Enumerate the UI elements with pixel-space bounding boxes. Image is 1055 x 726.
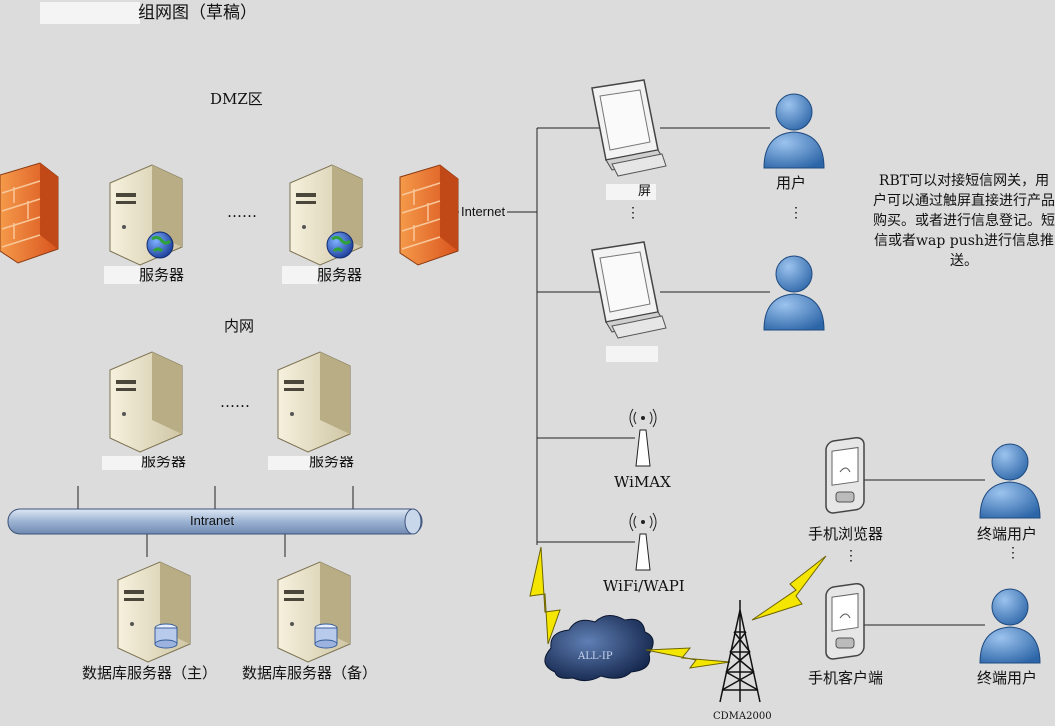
app-server-left-label: 服务器 — [141, 452, 187, 470]
label-redaction — [606, 346, 658, 362]
app-server-right-icon — [277, 351, 351, 453]
db-server-backup-icon — [277, 561, 351, 663]
label-redaction — [606, 184, 656, 200]
end-user-top-icon — [979, 443, 1041, 519]
db-server-backup-label: 数据库服务器（备） — [242, 664, 378, 682]
end-user-bottom-label: 终端用户 — [977, 669, 1038, 687]
end-user-top-label: 终端用户 — [977, 525, 1038, 543]
monitor-bottom-icon — [591, 241, 667, 339]
app-server-left-icon — [109, 351, 183, 453]
end-user-ellipsis: ⋮ — [1006, 545, 1020, 561]
intranet-bus — [7, 508, 423, 535]
all-ip-label: ALL-IP — [578, 651, 613, 662]
rbt-description-note: RBT可以对接短信网关，用户可以通过触屏直接进行产品购买。或者进行信息登记。短信… — [873, 173, 1055, 269]
app-server-right-label: 服务器 — [309, 452, 355, 470]
page-title: 组网图（草稿） — [138, 3, 257, 23]
web-server-left-icon — [109, 164, 183, 266]
title-redaction — [40, 2, 140, 24]
user-label: 用户 — [776, 174, 807, 192]
intranet-label: Intranet — [190, 513, 235, 528]
label-redaction — [282, 266, 318, 284]
db-server-primary-icon — [117, 561, 191, 663]
user-top-icon — [763, 93, 825, 169]
mobile-browser-icon — [825, 436, 865, 514]
monitor-ellipsis: ⋮ — [626, 205, 640, 221]
wifi-label: WiFi/WAPI — [603, 577, 685, 595]
mobile-client-icon — [825, 582, 865, 660]
mobile-client-label: 手机客户端 — [808, 669, 884, 687]
dmz-ellipsis: …… — [227, 203, 257, 221]
wimax-antenna-icon — [629, 408, 657, 467]
cdma-tower-icon — [719, 600, 761, 703]
lightning-bolt-icon — [529, 546, 827, 669]
monitor-top-icon — [591, 79, 667, 177]
label-redaction — [102, 456, 142, 470]
wifi-antenna-icon — [629, 512, 657, 571]
connection-lines — [77, 127, 985, 626]
all-ip-cloud-icon — [544, 615, 654, 682]
label-redaction — [104, 266, 140, 284]
dmz-zone-label: DMZ区 — [210, 90, 263, 108]
web-server-left-label: 服务器 — [139, 266, 185, 284]
wimax-label: WiMAX — [614, 473, 671, 491]
user-ellipsis: ⋮ — [789, 205, 803, 221]
web-server-right-label: 服务器 — [317, 266, 363, 284]
internal-zone-label: 内网 — [224, 317, 255, 335]
screen-top-label: 屏 — [638, 184, 652, 199]
mobile-ellipsis: ⋮ — [844, 548, 858, 564]
internal-ellipsis: …… — [220, 393, 250, 411]
web-server-right-icon — [289, 164, 363, 266]
mobile-browser-label: 手机浏览器 — [808, 525, 884, 543]
firewall-left-icon — [0, 162, 59, 264]
label-redaction — [268, 456, 310, 470]
firewall-right-icon — [399, 164, 459, 266]
internet-label: Internet — [459, 204, 508, 219]
cdma-label: CDMA2000 — [713, 711, 772, 722]
end-user-bottom-icon — [979, 588, 1041, 664]
user-bottom-icon — [763, 255, 825, 331]
db-server-primary-label: 数据库服务器（主） — [82, 664, 218, 682]
